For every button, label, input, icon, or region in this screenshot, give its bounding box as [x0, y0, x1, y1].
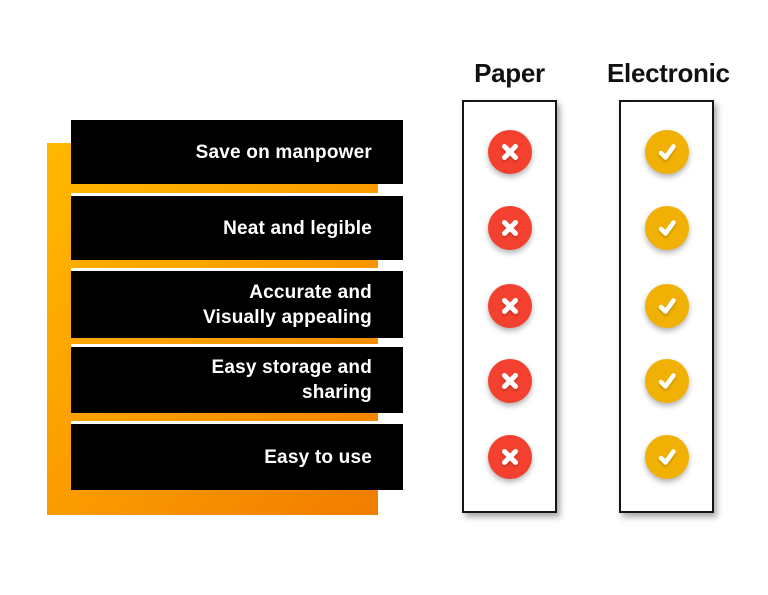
- cross-icon: [487, 130, 532, 174]
- cross-icon: [487, 206, 532, 250]
- check-icon: [644, 206, 689, 250]
- feature-label: Neat and legible: [223, 217, 372, 239]
- check-icon: [644, 284, 689, 328]
- paper-column-box: [462, 100, 557, 513]
- check-icon: [644, 130, 689, 174]
- feature-label: Save on manpower: [195, 141, 372, 163]
- cross-icon: [487, 435, 532, 479]
- feature-label: Easy storage and sharing: [211, 357, 372, 403]
- feature-bar: Save on manpower: [71, 120, 403, 184]
- feature-label: Easy to use: [264, 446, 372, 468]
- column-header-paper: Paper: [474, 58, 545, 88]
- electronic-column-box: [619, 100, 714, 513]
- feature-label: Accurate and Visually appealing: [202, 281, 372, 328]
- feature-bar: Easy storage and sharing: [71, 347, 403, 413]
- column-header-electronic: Electronic: [607, 58, 730, 88]
- cross-icon: [487, 359, 532, 403]
- check-icon: [644, 359, 689, 403]
- cross-icon: [487, 284, 532, 328]
- feature-bar: Neat and legible: [71, 196, 403, 260]
- feature-bar: Accurate and Visually appealing: [71, 271, 403, 338]
- feature-bar: Easy to use: [71, 424, 403, 490]
- check-icon: [644, 435, 689, 479]
